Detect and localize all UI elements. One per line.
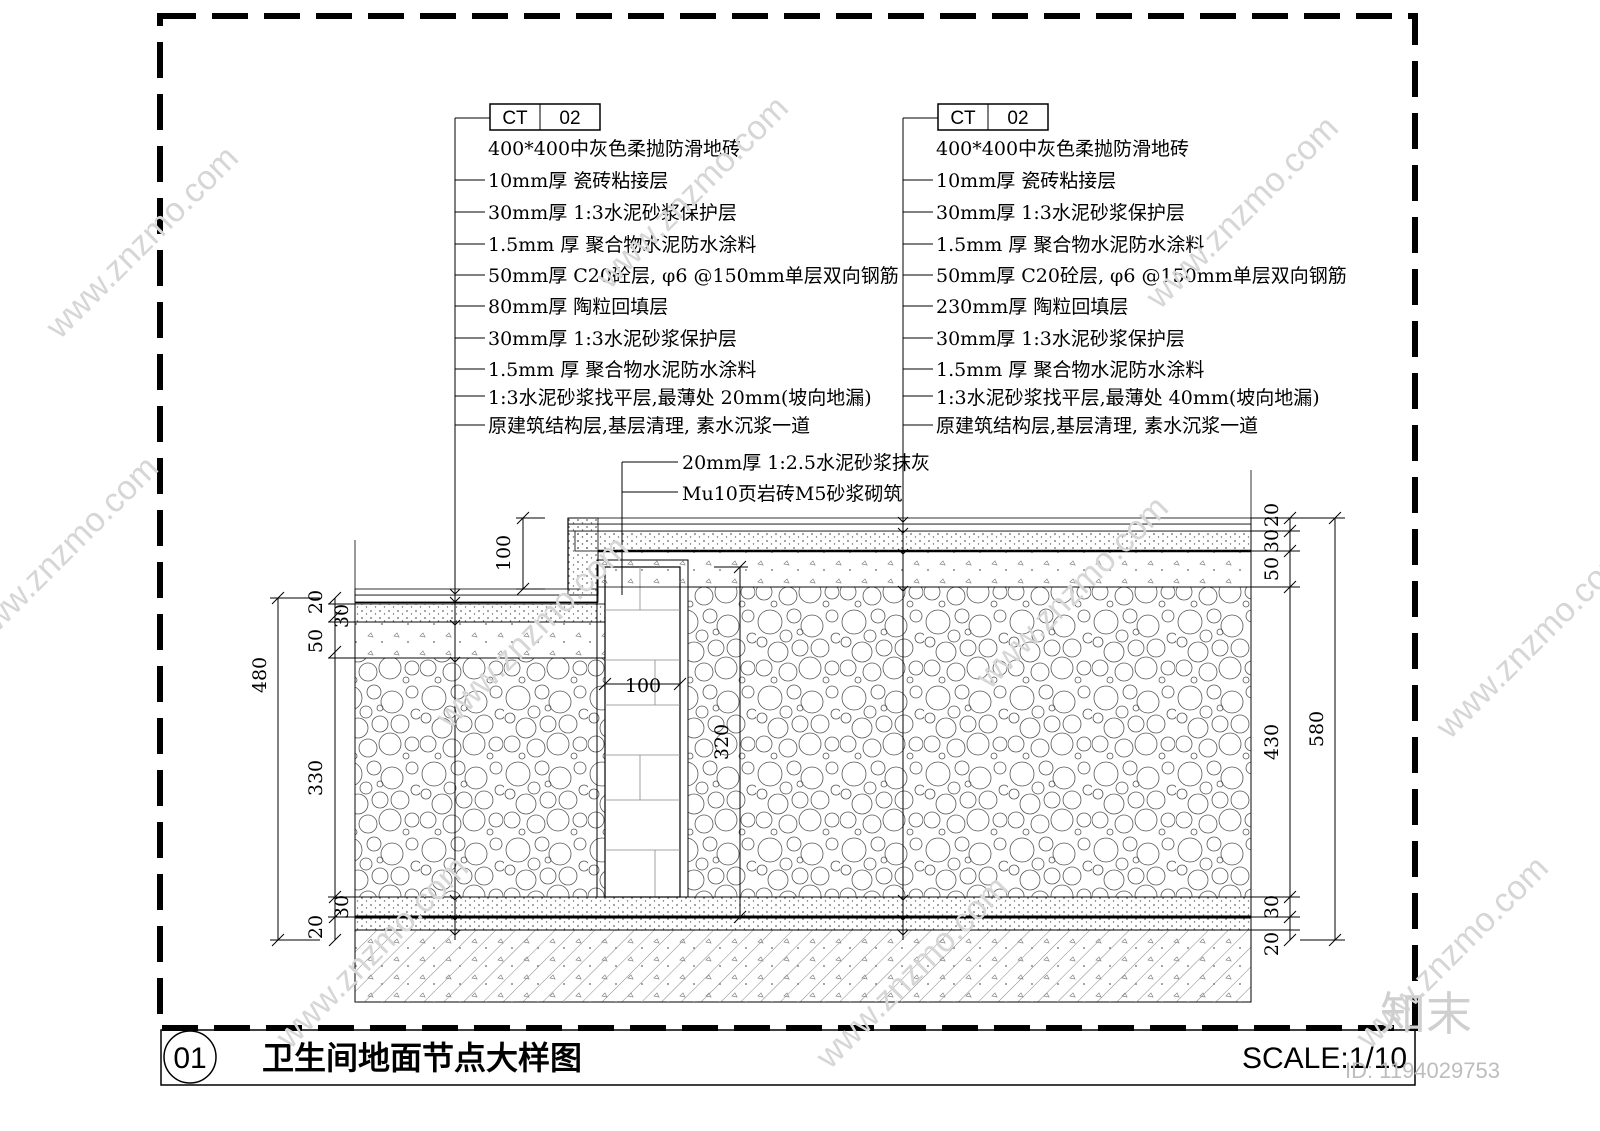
dimension-lines xyxy=(270,511,1345,947)
dimension-value: 330 xyxy=(305,760,327,796)
right-concrete-layer xyxy=(597,550,1252,588)
right-layer-label: 1.5mm 厚 聚合物水泥防水涂料 xyxy=(936,234,1204,256)
dimension-value: 20 xyxy=(305,915,327,939)
dimension-value: 30 xyxy=(1261,529,1283,553)
wall-layer-label: 20mm厚 1:2.5水泥砂浆抹灰 xyxy=(682,452,930,474)
left-layer-label: 原建筑结构层,基层清理, 素水沉浆一道 xyxy=(488,415,810,437)
left-concrete-layer xyxy=(354,621,606,659)
right-total-dimension: 580 xyxy=(1306,711,1328,747)
drawing-scale: SCALE:1/10 xyxy=(1242,1042,1407,1075)
right-layer-label: 30mm厚 1:3水泥砂浆保护层 xyxy=(936,328,1185,350)
wall-layer-labels: 20mm厚 1:2.5水泥砂浆抹灰 Mu10页岩砖M5砂浆砌筑 xyxy=(682,452,930,505)
right-tag-code: CT xyxy=(950,108,976,129)
watermark-brand: 知末 xyxy=(1380,987,1472,1041)
left-tag-number: 02 xyxy=(559,108,580,129)
right-layer-label: 230mm厚 陶粒回填层 xyxy=(936,296,1128,318)
left-layer-label: 400*400中灰色柔抛防滑地砖 xyxy=(488,138,741,160)
drawing-frame xyxy=(157,13,1418,1086)
left-tag-code: CT xyxy=(502,108,528,129)
left-layer-label: 30mm厚 1:3水泥砂浆保护层 xyxy=(488,202,737,224)
left-layer-label: 1:3水泥砂浆找平层,最薄处 20mm(坡向地漏) xyxy=(488,387,872,409)
right-layer-label: 400*400中灰色柔抛防滑地砖 xyxy=(936,138,1189,160)
left-ceramsite-fill xyxy=(354,657,606,898)
drawing-title: 卫生间地面节点大样图 xyxy=(262,1039,582,1077)
left-layer-label: 80mm厚 陶粒回填层 xyxy=(488,296,668,318)
right-material-tag: CT 02 xyxy=(937,103,1049,131)
watermark-site: www.znzmo.com xyxy=(38,139,246,347)
left-total-dimension: 480 xyxy=(249,657,271,693)
step-height-dimension: 100 xyxy=(493,535,515,571)
watermark-site: www.znzmo.com xyxy=(1428,539,1600,747)
dimension-value: 20 xyxy=(1261,932,1283,956)
title-bar: 01 卫生间地面节点大样图 SCALE:1/10 xyxy=(163,1030,1407,1084)
dimension-value: 30 xyxy=(1261,895,1283,919)
drawing-number: 01 xyxy=(173,1042,206,1075)
wall-layer-label: Mu10页岩砖M5砂浆砌筑 xyxy=(682,483,902,505)
dimension-value: 430 xyxy=(1261,724,1283,760)
section-body xyxy=(354,470,1252,1003)
wall-height-dimension: 320 xyxy=(711,724,733,760)
dimension-value: 30 xyxy=(331,604,353,628)
dimension-value: 50 xyxy=(305,629,327,653)
left-layer-label: 10mm厚 瓷砖粘接层 xyxy=(488,170,668,192)
watermark-id: ID: 1194029753 xyxy=(1345,1058,1500,1083)
right-layer-label: 1:3水泥砂浆找平层,最薄处 40mm(坡向地漏) xyxy=(936,387,1320,409)
left-layer-labels: 400*400中灰色柔抛防滑地砖 10mm厚 瓷砖粘接层 30mm厚 1:3水泥… xyxy=(488,138,899,437)
protection-layer-bottom xyxy=(354,896,1252,918)
wall-width-dimension: 100 xyxy=(625,675,661,697)
dimension-value: 20 xyxy=(1261,503,1283,527)
dimension-value: 30 xyxy=(331,895,353,919)
left-layer-label: 1.5mm 厚 聚合物水泥防水涂料 xyxy=(488,234,756,256)
brick-wall xyxy=(596,559,689,898)
left-layer-label: 1.5mm 厚 聚合物水泥防水涂料 xyxy=(488,359,756,381)
right-layer-label: 50mm厚 C20砼层, φ6 @150mm单层双向钢筋 xyxy=(936,265,1347,287)
dimension-value: 50 xyxy=(1261,557,1283,581)
right-ceramsite-fill xyxy=(687,586,1252,898)
right-layer-label: 30mm厚 1:3水泥砂浆保护层 xyxy=(936,202,1185,224)
right-tag-number: 02 xyxy=(1007,108,1028,129)
leveling-layer xyxy=(354,916,1252,931)
right-layer-label: 1.5mm 厚 聚合物水泥防水涂料 xyxy=(936,359,1204,381)
right-layer-label: 原建筑结构层,基层清理, 素水沉浆一道 xyxy=(936,415,1258,437)
leader-lines xyxy=(449,117,938,940)
left-layer-label: 50mm厚 C20砼层, φ6 @150mm单层双向钢筋 xyxy=(488,265,899,287)
left-material-tag: CT 02 xyxy=(489,103,601,131)
dimension-value: 20 xyxy=(305,590,327,614)
dimension-labels: 480 20 30 50 330 30 20 100 100 320 20 30… xyxy=(249,503,1328,956)
right-layer-label: 10mm厚 瓷砖粘接层 xyxy=(936,170,1116,192)
watermark-site: www.znzmo.com xyxy=(0,449,166,657)
right-layer-labels: 400*400中灰色柔抛防滑地砖 10mm厚 瓷砖粘接层 30mm厚 1:3水泥… xyxy=(936,138,1347,437)
left-layer-label: 30mm厚 1:3水泥砂浆保护层 xyxy=(488,328,737,350)
